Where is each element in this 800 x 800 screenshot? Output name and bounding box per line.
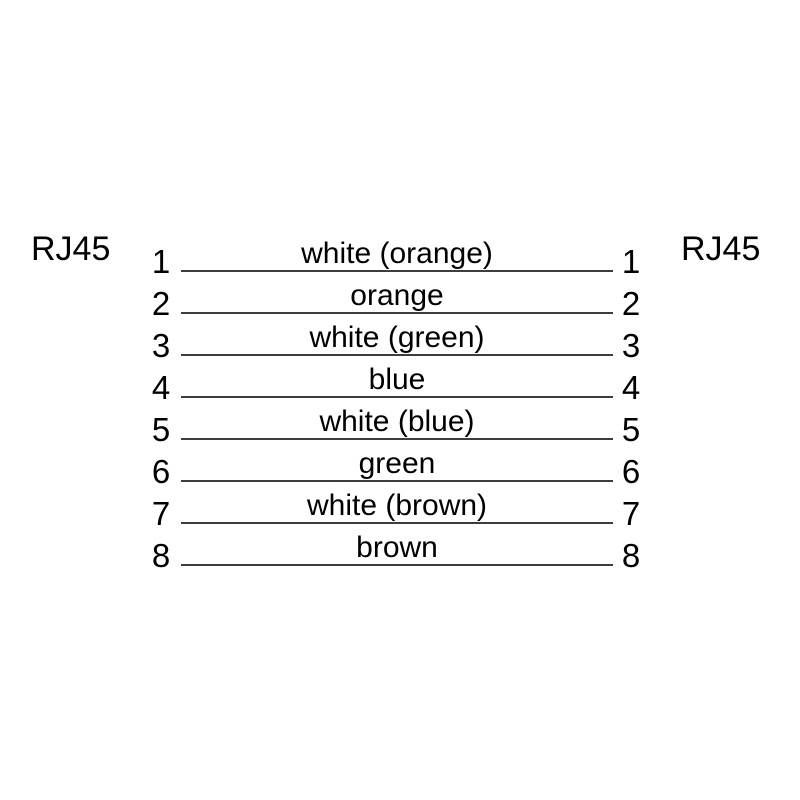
wire-color-label: orange [350, 279, 444, 312]
wire-row: 6 green 6 [0, 446, 800, 490]
pin-number-right: 1 [621, 243, 641, 280]
wire-color-label: brown [356, 531, 438, 564]
pin-number-right: 8 [621, 537, 641, 574]
wire-color-label: green [358, 447, 436, 480]
wire-line [181, 312, 613, 314]
wire-color-label: blue [368, 363, 426, 396]
wire-row: 7 white (brown) 7 [0, 488, 800, 532]
wire-color-label: white (blue) [319, 405, 475, 438]
wire-line [181, 270, 613, 272]
wire-line [181, 354, 613, 356]
pin-number-right: 3 [621, 327, 641, 364]
connector-label-right: RJ45 [681, 230, 761, 268]
wire-line [181, 564, 613, 566]
pin-number-right: 4 [621, 369, 641, 406]
pin-number-right: 5 [621, 411, 641, 448]
pin-number-left: 1 [151, 243, 171, 280]
pin-number-left: 3 [151, 327, 171, 364]
pin-number-left: 5 [151, 411, 171, 448]
pin-number-right: 7 [621, 495, 641, 532]
wire-row: 4 blue 4 [0, 362, 800, 406]
wire-row: 1 white (orange) 1 [0, 236, 800, 280]
pin-number-right: 2 [621, 285, 641, 322]
wire-line [181, 480, 613, 482]
wire-color-label: white (green) [309, 321, 485, 354]
pin-number-left: 2 [151, 285, 171, 322]
wire-line [181, 522, 613, 524]
pin-number-left: 4 [151, 369, 171, 406]
pin-number-left: 7 [151, 495, 171, 532]
wire-color-label: white (brown) [306, 489, 488, 522]
wire-row: 2 orange 2 [0, 278, 800, 322]
pin-number-left: 6 [151, 453, 171, 490]
wire-color-label: white (orange) [301, 237, 493, 270]
pin-number-left: 8 [151, 537, 171, 574]
pin-number-right: 6 [621, 453, 641, 490]
connector-label-left: RJ45 [31, 230, 111, 268]
wire-row: 8 brown 8 [0, 530, 800, 574]
wire-line [181, 438, 613, 440]
wire-row: 5 white (blue) 5 [0, 404, 800, 448]
wire-line [181, 396, 613, 398]
wire-row: 3 white (green) 3 [0, 320, 800, 364]
